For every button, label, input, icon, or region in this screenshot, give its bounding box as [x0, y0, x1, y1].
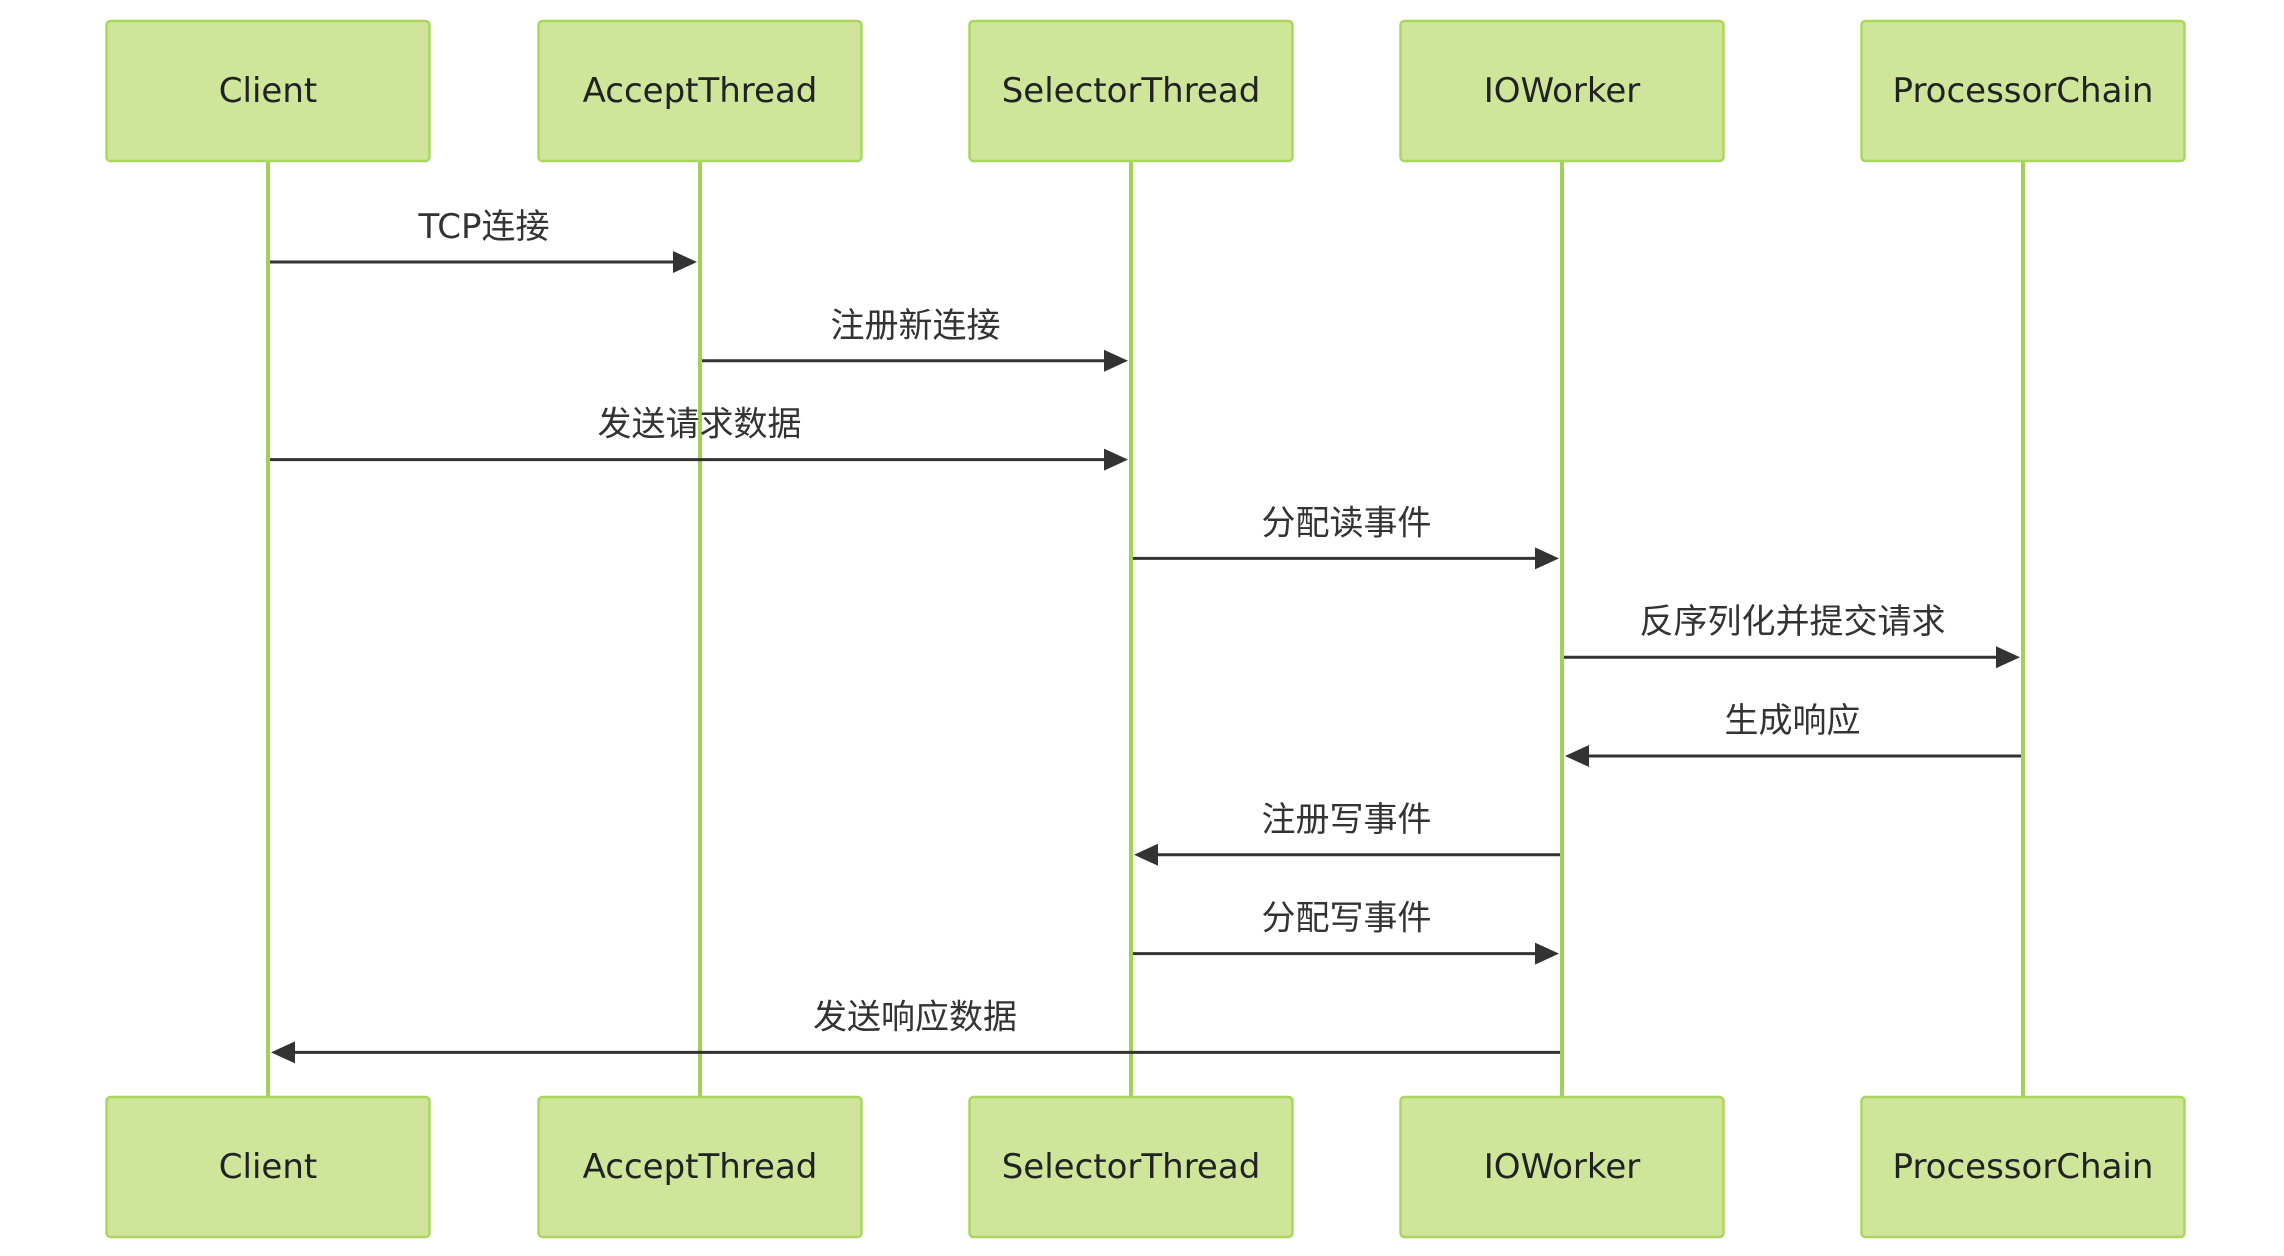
participant-label: ProcessorChain: [1893, 71, 2154, 111]
participant-processor-bottom: ProcessorChain: [1860, 1095, 2186, 1239]
arrowhead-icon: [673, 251, 697, 273]
participants-bottom: Client AcceptThread SelectorThread IOWorker…: [105, 1095, 2186, 1239]
arrowhead-icon: [271, 1041, 295, 1064]
message-6: 生成响应: [1565, 701, 2021, 767]
participant-processor-top: ProcessorChain: [1860, 19, 2186, 163]
message-label: 注册写事件: [1262, 800, 1432, 840]
message-7: 注册写事件: [1134, 800, 1560, 866]
participant-client-top: Client: [105, 19, 431, 163]
participant-label: ProcessorChain: [1893, 1147, 2154, 1187]
messages: TCP连接注册新连接发送请求数据分配读事件反序列化并提交请求生成响应注册写事件分…: [270, 207, 2021, 1064]
arrowhead-icon: [1104, 448, 1128, 471]
participant-box: [1860, 19, 2186, 163]
participant-label: Client: [219, 1147, 317, 1187]
message-label: 反序列化并提交请求: [1640, 602, 1946, 642]
message-label: 分配写事件: [1262, 899, 1432, 939]
participant-box: [105, 19, 431, 163]
arrowhead-icon: [1535, 942, 1559, 965]
arrowhead-icon: [1535, 547, 1559, 570]
participant-box: [1860, 1095, 2186, 1239]
message-label: 分配读事件: [1262, 503, 1432, 543]
participant-label: IOWorker: [1484, 1147, 1641, 1187]
participant-client-bottom: Client: [105, 1095, 431, 1239]
participant-accept-bottom: AcceptThread: [537, 1095, 863, 1239]
message-3: 发送请求数据: [270, 405, 1128, 471]
arrowhead-icon: [1996, 646, 2020, 669]
participant-label: IOWorker: [1484, 71, 1641, 111]
participant-label: AcceptThread: [583, 1147, 818, 1187]
participant-box: [105, 1095, 431, 1239]
participant-box: [1399, 1095, 1725, 1239]
message-1: TCP连接: [270, 207, 697, 273]
message-4: 分配读事件: [1133, 503, 1559, 570]
message-2: 注册新连接: [702, 306, 1128, 372]
participant-box: [1399, 19, 1725, 163]
participant-box: [968, 1095, 1294, 1239]
participant-accept-top: AcceptThread: [537, 19, 863, 163]
message-label: TCP连接: [417, 207, 549, 247]
message-5: 反序列化并提交请求: [1564, 602, 2020, 669]
participant-box: [537, 1095, 863, 1239]
message-8: 分配写事件: [1133, 899, 1559, 965]
message-label: 发送响应数据: [813, 997, 1017, 1037]
participant-label: SelectorThread: [1002, 71, 1261, 111]
lifelines: [266, 161, 2025, 1097]
participants-top: Client AcceptThread SelectorThread IOWorker…: [105, 19, 2186, 163]
participant-label: SelectorThread: [1002, 1147, 1261, 1187]
participant-box: [537, 19, 863, 163]
participant-label: Client: [219, 71, 317, 111]
participant-ioworker-top: IOWorker: [1399, 19, 1725, 163]
message-label: 发送请求数据: [598, 405, 802, 445]
arrowhead-icon: [1134, 843, 1158, 866]
participant-label: AcceptThread: [583, 71, 818, 111]
participant-box: [968, 19, 1294, 163]
participant-selector-top: SelectorThread: [968, 19, 1294, 163]
arrowhead-icon: [1565, 745, 1589, 767]
message-label: 注册新连接: [831, 306, 1001, 346]
participant-selector-bottom: SelectorThread: [968, 1095, 1294, 1239]
participant-ioworker-bottom: IOWorker: [1399, 1095, 1725, 1239]
message-label: 生成响应: [1725, 701, 1861, 741]
message-9: 发送响应数据: [271, 997, 1560, 1064]
arrowhead-icon: [1104, 349, 1128, 372]
